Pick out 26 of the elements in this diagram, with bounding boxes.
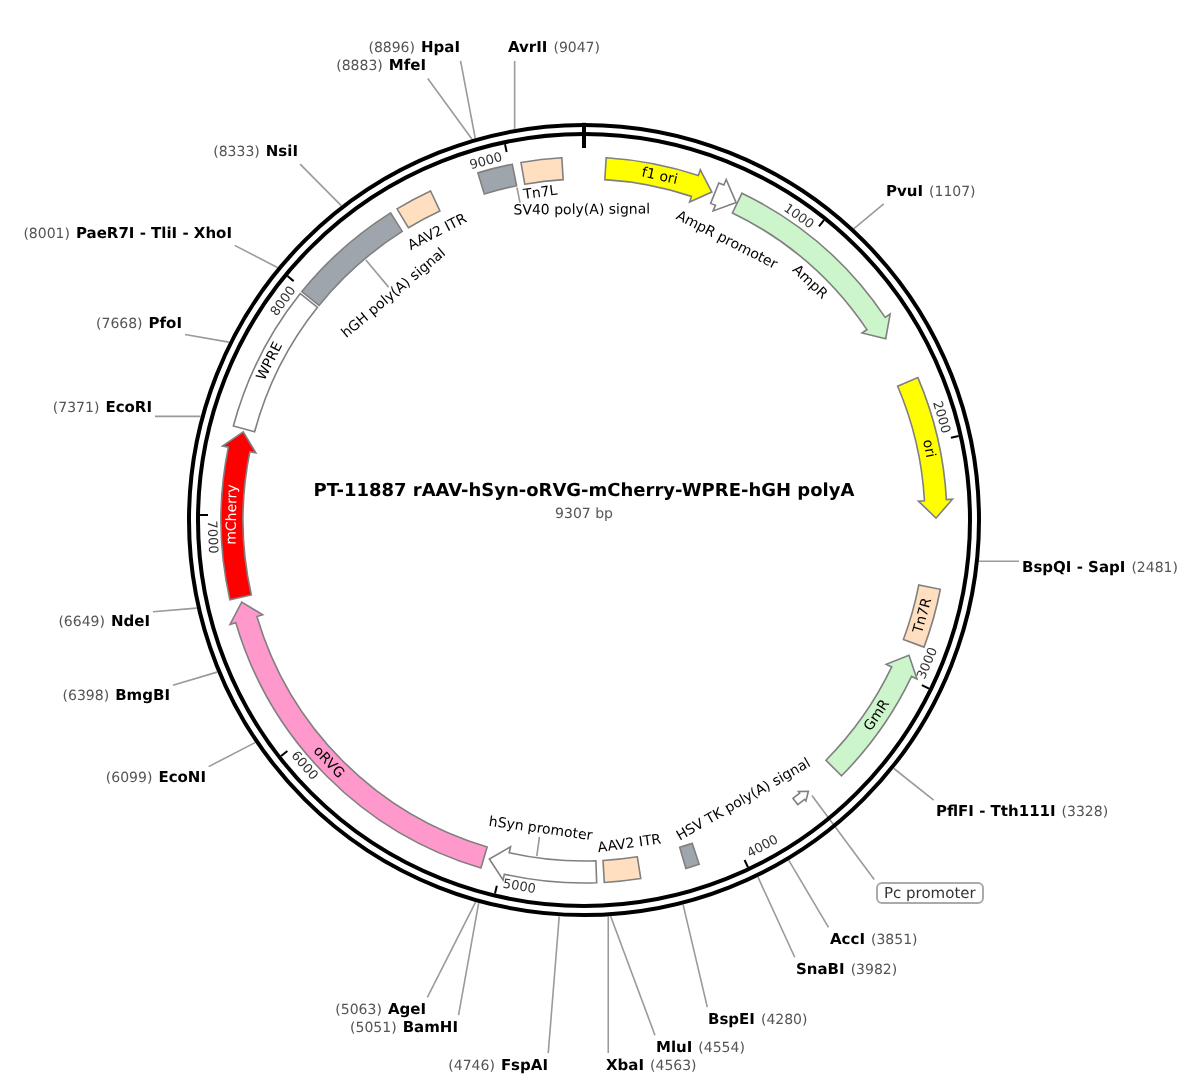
leader-line <box>607 915 610 1054</box>
pointed-feature-band <box>792 790 810 806</box>
leader-line <box>547 915 560 1054</box>
leader-line <box>978 560 1020 563</box>
leader-line <box>365 259 390 288</box>
leader-line <box>513 60 516 130</box>
leader-line <box>609 915 656 1036</box>
leader-line <box>299 163 343 207</box>
leader-line <box>172 671 218 686</box>
leader-line <box>682 903 709 1008</box>
leader-line <box>535 836 541 857</box>
leader-line <box>426 901 477 999</box>
leader-line <box>426 77 473 140</box>
leader-line <box>516 186 521 204</box>
leader-line <box>893 767 935 801</box>
leader-line <box>757 876 796 959</box>
leader-line <box>184 333 230 343</box>
leader-line <box>457 902 480 1016</box>
leader-line <box>233 244 279 269</box>
leader-line <box>152 607 198 613</box>
leader-line <box>853 203 885 230</box>
leader-line <box>459 60 476 139</box>
leader-line <box>788 859 830 929</box>
leader-line <box>154 415 202 418</box>
leader-line <box>811 794 875 881</box>
leader-line <box>207 741 256 768</box>
